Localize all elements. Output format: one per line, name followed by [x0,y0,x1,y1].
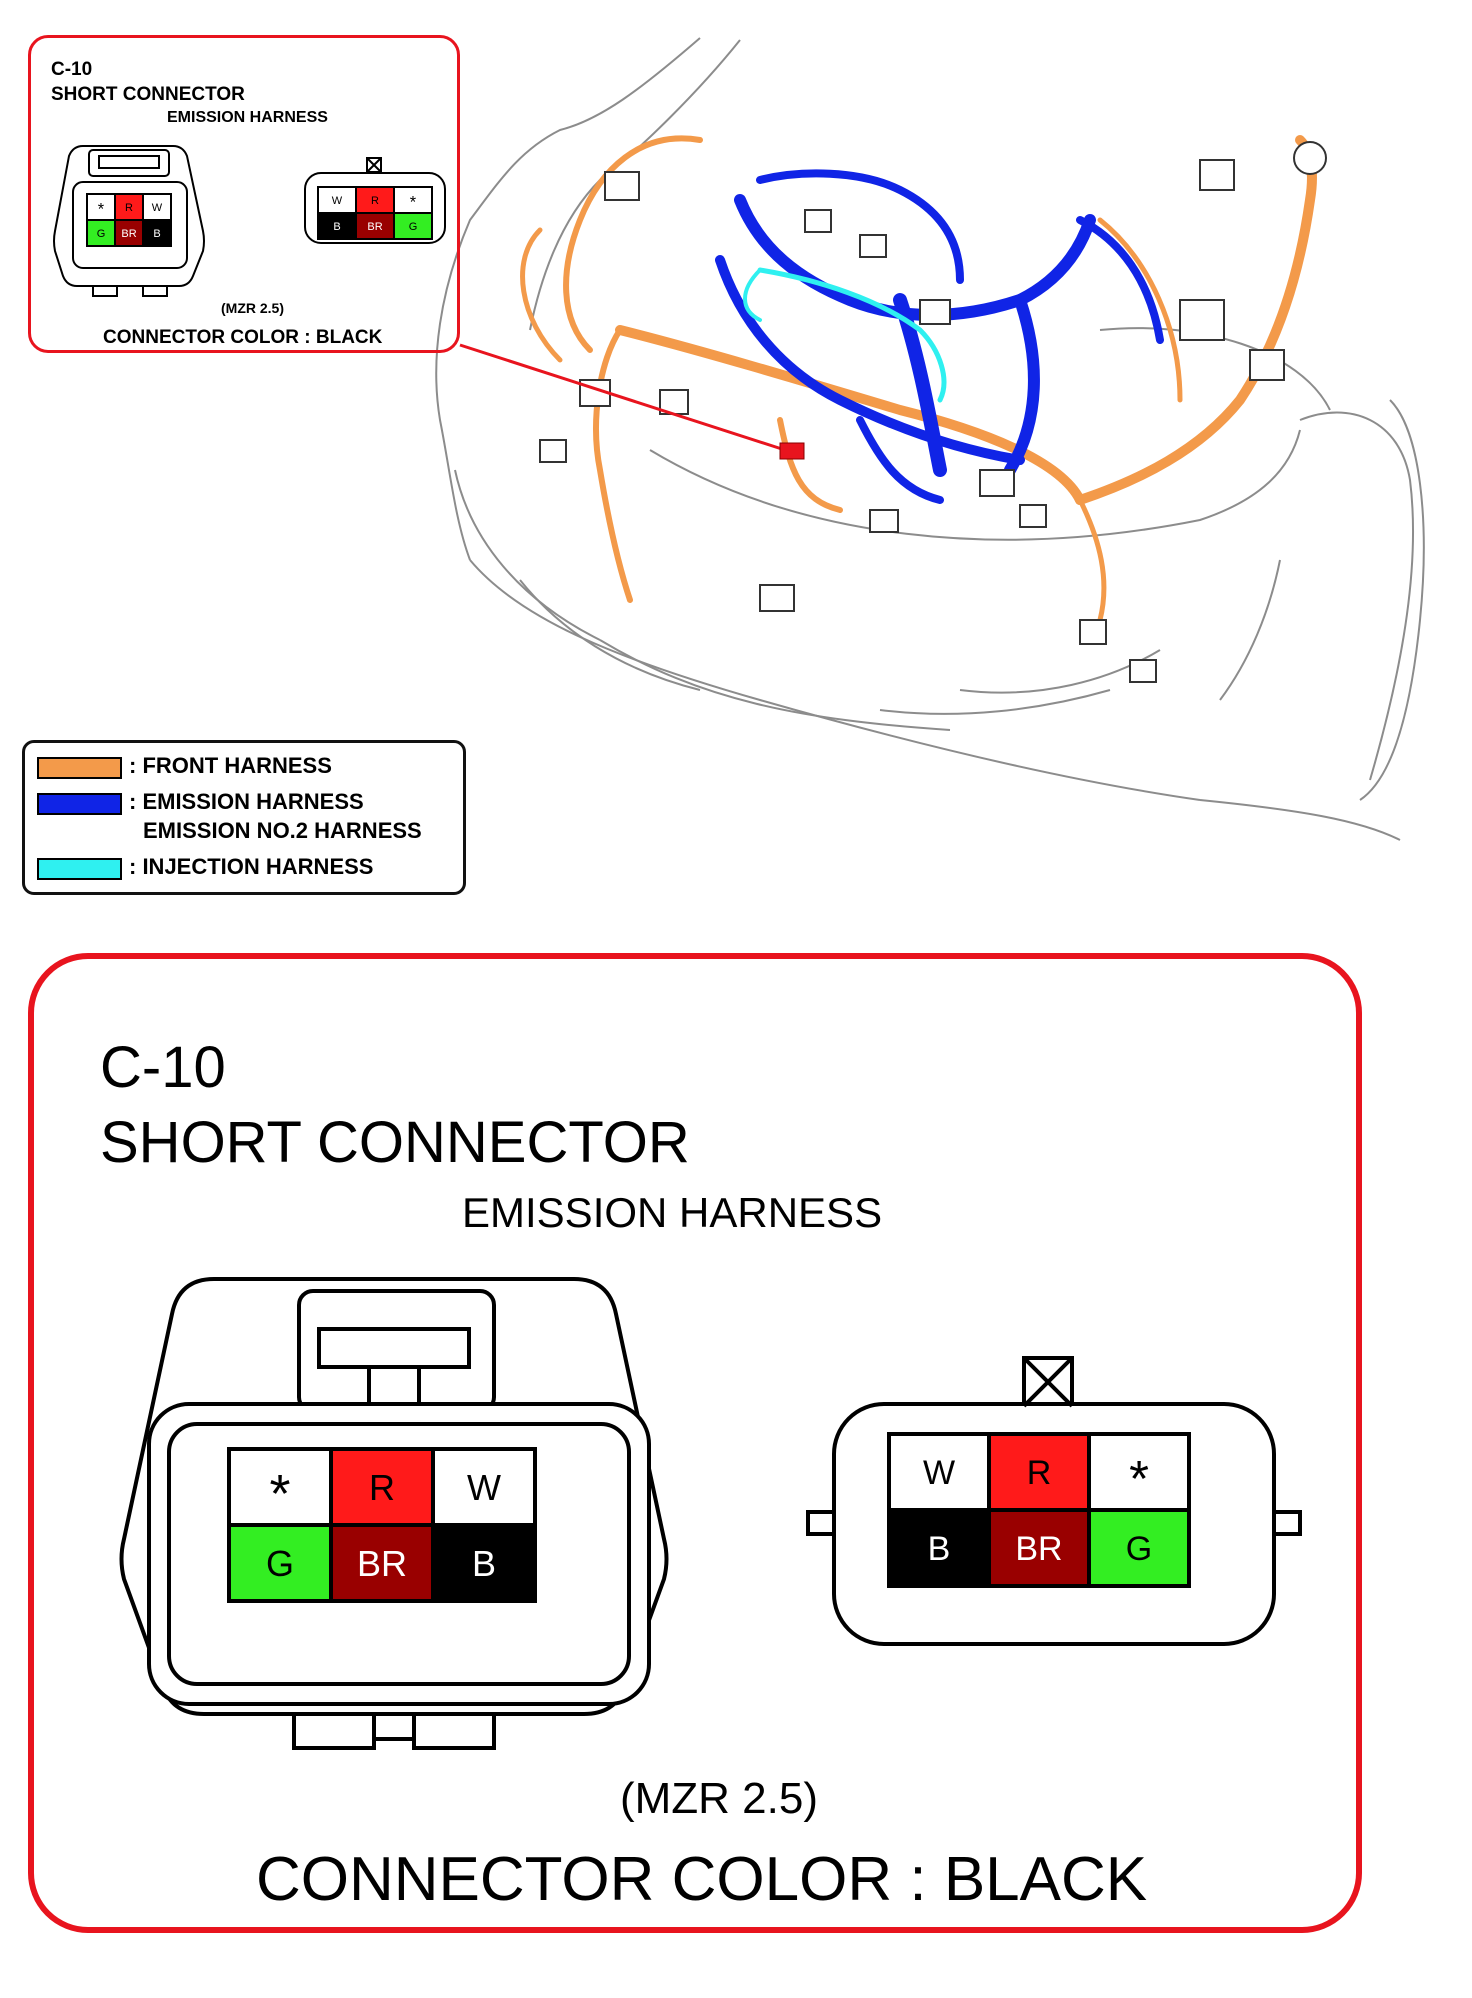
male-pin-label-bottom-1: B [928,1530,951,1568]
callout-connector-name: SHORT CONNECTOR [51,84,245,105]
callout-connector-id: C-10 [51,59,93,80]
female-pin-label-bottom-3: B [472,1543,496,1584]
callout-male-pin-label-bottom-2: BR [367,221,382,233]
callout-model: (MZR 2.5) [221,300,284,316]
detail-connector-color: CONNECTOR COLOR : BLACK [256,1845,1148,1914]
callout-male-pin-label-bottom-1: B [333,221,340,233]
callout-female-pin-bottom-3 [142,219,172,247]
detail-harness-name: EMISSION HARNESS [462,1189,883,1236]
harness-routing [520,135,1317,623]
female-pin-label-top-1: * [269,1464,290,1524]
callout-male-pin-bottom-3 [393,212,433,240]
male-pin-label-bottom-3: G [1126,1530,1152,1568]
callout-female-pin-label-top-2: R [125,202,133,214]
male-pin-bottom-2 [987,1508,1091,1588]
female-pin-top-1 [227,1447,333,1527]
male-pin-bottom-3 [1087,1508,1191,1588]
c10-location-marker [779,442,805,460]
female-pin-bottom-1 [227,1523,333,1603]
callout-male-pin-label-bottom-3: G [409,221,418,233]
detail-connector-name: SHORT CONNECTOR [100,1110,690,1175]
female-connector-drawing: * R W G BR B [119,1277,669,1750]
callout-male-pin-label-top-1: W [332,195,343,207]
legend-label-emission: : EMISSION HARNESS [129,789,364,814]
detail-model: (MZR 2.5) [620,1774,818,1823]
male-pin-label-top-1: W [923,1454,955,1492]
legend-swatch-injection [37,858,122,880]
female-pin-label-bottom-1: G [266,1543,294,1584]
female-pin-label-bottom-2: BR [357,1543,407,1584]
legend-label-injection: : INJECTION HARNESS [129,854,374,879]
callout-connector-color: CONNECTOR COLOR : BLACK [103,327,383,348]
callout-male-pin-top-3 [393,186,433,214]
connector-blocks [539,141,1327,683]
male-connector-drawing: W R * B BR G [806,1356,1302,1646]
connector-detail-panel: C-10 SHORT CONNECTOR EMISSION HARNESS * R… [28,953,1362,1933]
callout-female-pin-label-bottom-1: G [97,228,106,240]
legend-swatch-emission [37,793,122,815]
male-pin-label-bottom-2: BR [1015,1530,1062,1568]
callout-female-pin-label-bottom-3: B [153,228,160,240]
male-pin-label-top-2: R [1027,1454,1052,1492]
callout-female-pin-label-top-1: * [98,201,105,219]
callout-female-pin-label-top-3: W [152,202,163,214]
callout-male-pin-label-top-3: * [410,194,417,212]
female-pin-bottom-3 [431,1523,537,1603]
callout-harness-name: EMISSION HARNESS [167,109,328,126]
legend-label-front: : FRONT HARNESS [129,753,332,778]
male-pin-label-top-3: * [1129,1450,1149,1507]
female-pin-label-top-2: R [369,1467,395,1508]
male-pin-top-1 [887,1432,991,1512]
legend-label-emission-no2: EMISSION NO.2 HARNESS [143,818,422,843]
detail-connector-id: C-10 [100,1035,226,1100]
callout-male-pin-bottom-2 [355,212,395,240]
callout-female-pin-label-bottom-2: BR [121,228,136,240]
c10-leader-line [459,343,786,452]
harness-legend: : FRONT HARNESS : EMISSION HARNESS EMISS… [22,740,466,895]
legend-swatch-front [37,757,122,779]
callout-male-pin-label-top-2: R [371,195,379,207]
engine-bay-illustration [435,37,1425,841]
connector-callout-small: C-10 SHORT CONNECTOR EMISSION HARNESS * R… [28,35,460,353]
female-pin-label-top-3: W [467,1467,501,1508]
callout-connector-drawings: * R W G BR B W R * B BR G [53,145,446,297]
